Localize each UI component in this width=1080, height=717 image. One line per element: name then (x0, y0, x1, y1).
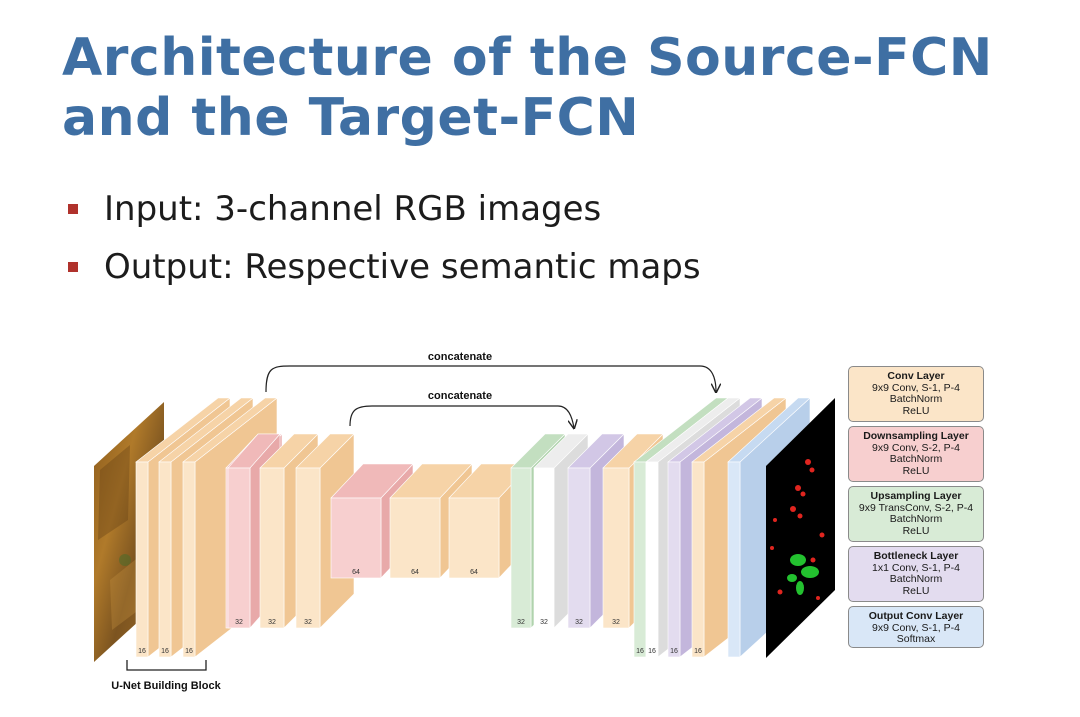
bullet-text: Input: 3-channel RGB images (104, 189, 602, 229)
legend-title: Bottleneck Layer (873, 550, 959, 562)
legend-detail: 9x9 Conv, S-2, P-4 (872, 441, 960, 454)
legend-detail: BatchNorm (889, 513, 943, 525)
layer-channel-label: 16 (161, 648, 169, 655)
legend-detail: ReLU (902, 464, 930, 477)
concat-label: concatenate (428, 390, 492, 402)
legend-detail: BatchNorm (889, 393, 943, 405)
legend-title: Output Conv Layer (868, 610, 964, 622)
layer-channel-label: 32 (612, 619, 620, 626)
legend-detail: 9x9 Conv, S-1, P-4 (872, 381, 960, 394)
legend-detail: 1x1 Conv, S-1, P-4 (872, 561, 960, 574)
layer-channel-label: 16 (694, 648, 702, 655)
layer-block-front (448, 497, 500, 579)
legend-detail: BatchNorm (889, 453, 943, 465)
layer-channel-label: 32 (235, 619, 243, 626)
layer-channel-label: 32 (540, 619, 548, 626)
layer-channel-label: 16 (138, 648, 146, 655)
layer-block-front (633, 461, 647, 658)
legend-title: Upsampling Layer (870, 490, 962, 502)
layer-channel-label: 16 (185, 648, 193, 655)
concat-label: concatenate (428, 351, 492, 363)
layer-block-front (510, 467, 532, 629)
layer-channel-label: 32 (304, 619, 312, 626)
bullet-marker (68, 204, 78, 214)
layer-block-front (330, 497, 382, 579)
skip-connection-arrow (349, 405, 574, 428)
layer-block-front (667, 461, 681, 658)
layer-block-front (567, 467, 591, 629)
layer-block-front (533, 467, 555, 629)
layer-block-front (259, 467, 285, 629)
slide-title: Architecture of the Source-FCN and the T… (62, 28, 993, 148)
layer-channel-label: 32 (575, 619, 583, 626)
legend-detail: 9x9 TransConv, S-2, P-4 (858, 501, 974, 514)
layer-block-front (727, 461, 741, 658)
legend-title: Downsampling Layer (863, 430, 969, 442)
layer-block-front (135, 461, 149, 658)
layer-channel-label: 16 (648, 648, 656, 655)
layer-block-front (227, 467, 251, 629)
legend-detail: ReLU (902, 584, 930, 597)
layer-block-front (691, 461, 705, 658)
layer-channel-label: 16 (670, 648, 678, 655)
layer-block-front (182, 461, 196, 658)
bullet-item: Output: Respective semantic maps (64, 243, 701, 301)
bullet-marker (68, 262, 78, 272)
legend-detail: ReLU (902, 524, 930, 537)
layer-channel-label: 16 (636, 648, 644, 655)
legend-title: Conv Layer (887, 370, 945, 382)
layer-block-front (602, 467, 630, 629)
legend-detail: Softmax (896, 633, 936, 645)
legend-detail: 9x9 Conv, S-1, P-4 (872, 621, 960, 634)
layer-channel-label: 64 (470, 569, 478, 576)
layer-block-front (645, 461, 659, 658)
layer-channel-label: 64 (411, 569, 419, 576)
block-bracket (126, 660, 207, 671)
bullet-text: Output: Respective semantic maps (104, 247, 701, 287)
bullet-list: Input: 3-channel RGB images Output: Resp… (64, 185, 701, 301)
bullet-item: Input: 3-channel RGB images (64, 185, 701, 243)
legend-detail: BatchNorm (889, 573, 943, 585)
layer-channel-label: 32 (268, 619, 276, 626)
layer-block-front (158, 461, 172, 658)
block-label: U-Net Building Block (111, 680, 221, 692)
skip-connection-arrow (265, 365, 716, 392)
layer-block-front (389, 497, 441, 579)
layer-channel-label: 32 (517, 619, 525, 626)
layer-channel-label: 64 (352, 569, 360, 576)
legend-detail: ReLU (902, 404, 930, 417)
layer-block-front (295, 467, 321, 629)
output-semantic-map (766, 398, 835, 658)
